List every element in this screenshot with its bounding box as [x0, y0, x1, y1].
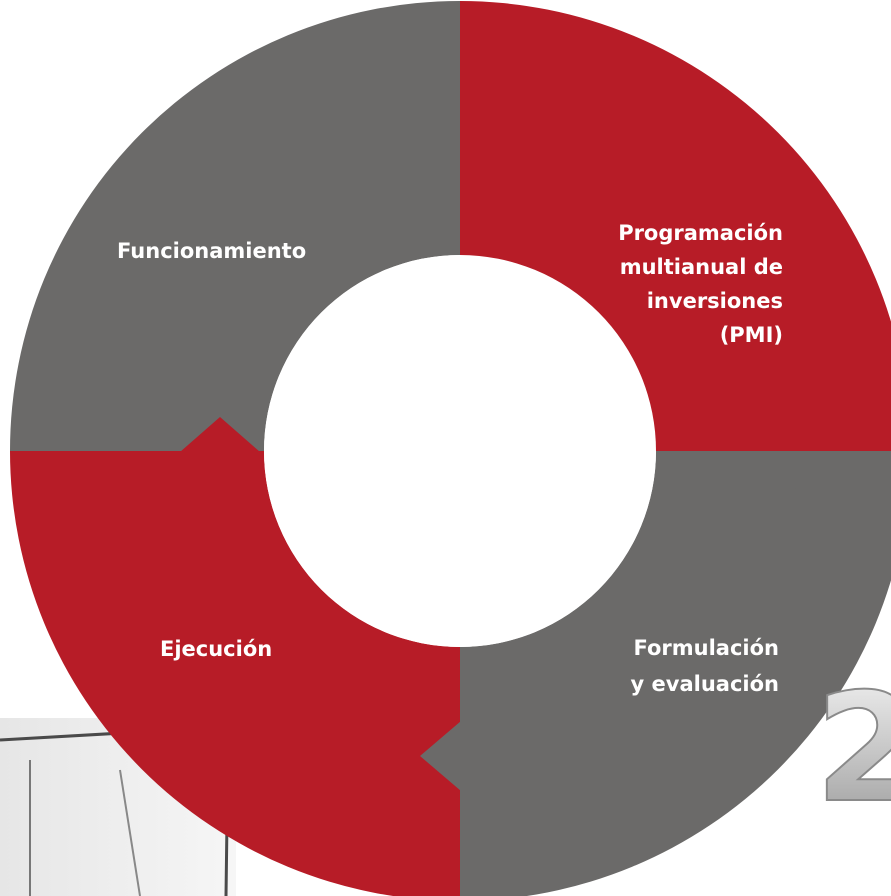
pmi-arrow-notch — [460, 96, 494, 156]
label-formulacion: Formulación y evaluación — [631, 636, 779, 696]
label-line: Programación — [618, 221, 783, 245]
funcionamiento-arrow-notch — [420, 721, 461, 791]
label-line: Funcionamiento — [117, 239, 306, 263]
label-line: multianual de — [620, 255, 783, 279]
decorative-digit: 2 — [815, 662, 891, 836]
segment-funcionamiento — [10, 1, 460, 451]
label-line: Ejecución — [160, 637, 272, 661]
label-line: Formulación — [633, 636, 779, 660]
segment-formulacion — [460, 451, 891, 896]
segment-ejecucion — [10, 451, 460, 896]
label-ejecucion: Ejecución — [160, 637, 272, 661]
label-line: inversiones — [647, 289, 783, 313]
label-line: (PMI) — [720, 323, 783, 347]
label-pmi: Programación multianual de inversiones (PMI… — [618, 221, 783, 347]
center-hole — [264, 255, 656, 647]
label-line: y evaluación — [631, 672, 779, 696]
formulacion-arrow-notch — [765, 455, 828, 489]
ejecucion-arrow-notch — [180, 417, 260, 452]
label-funcionamiento: Funcionamiento — [117, 239, 306, 263]
